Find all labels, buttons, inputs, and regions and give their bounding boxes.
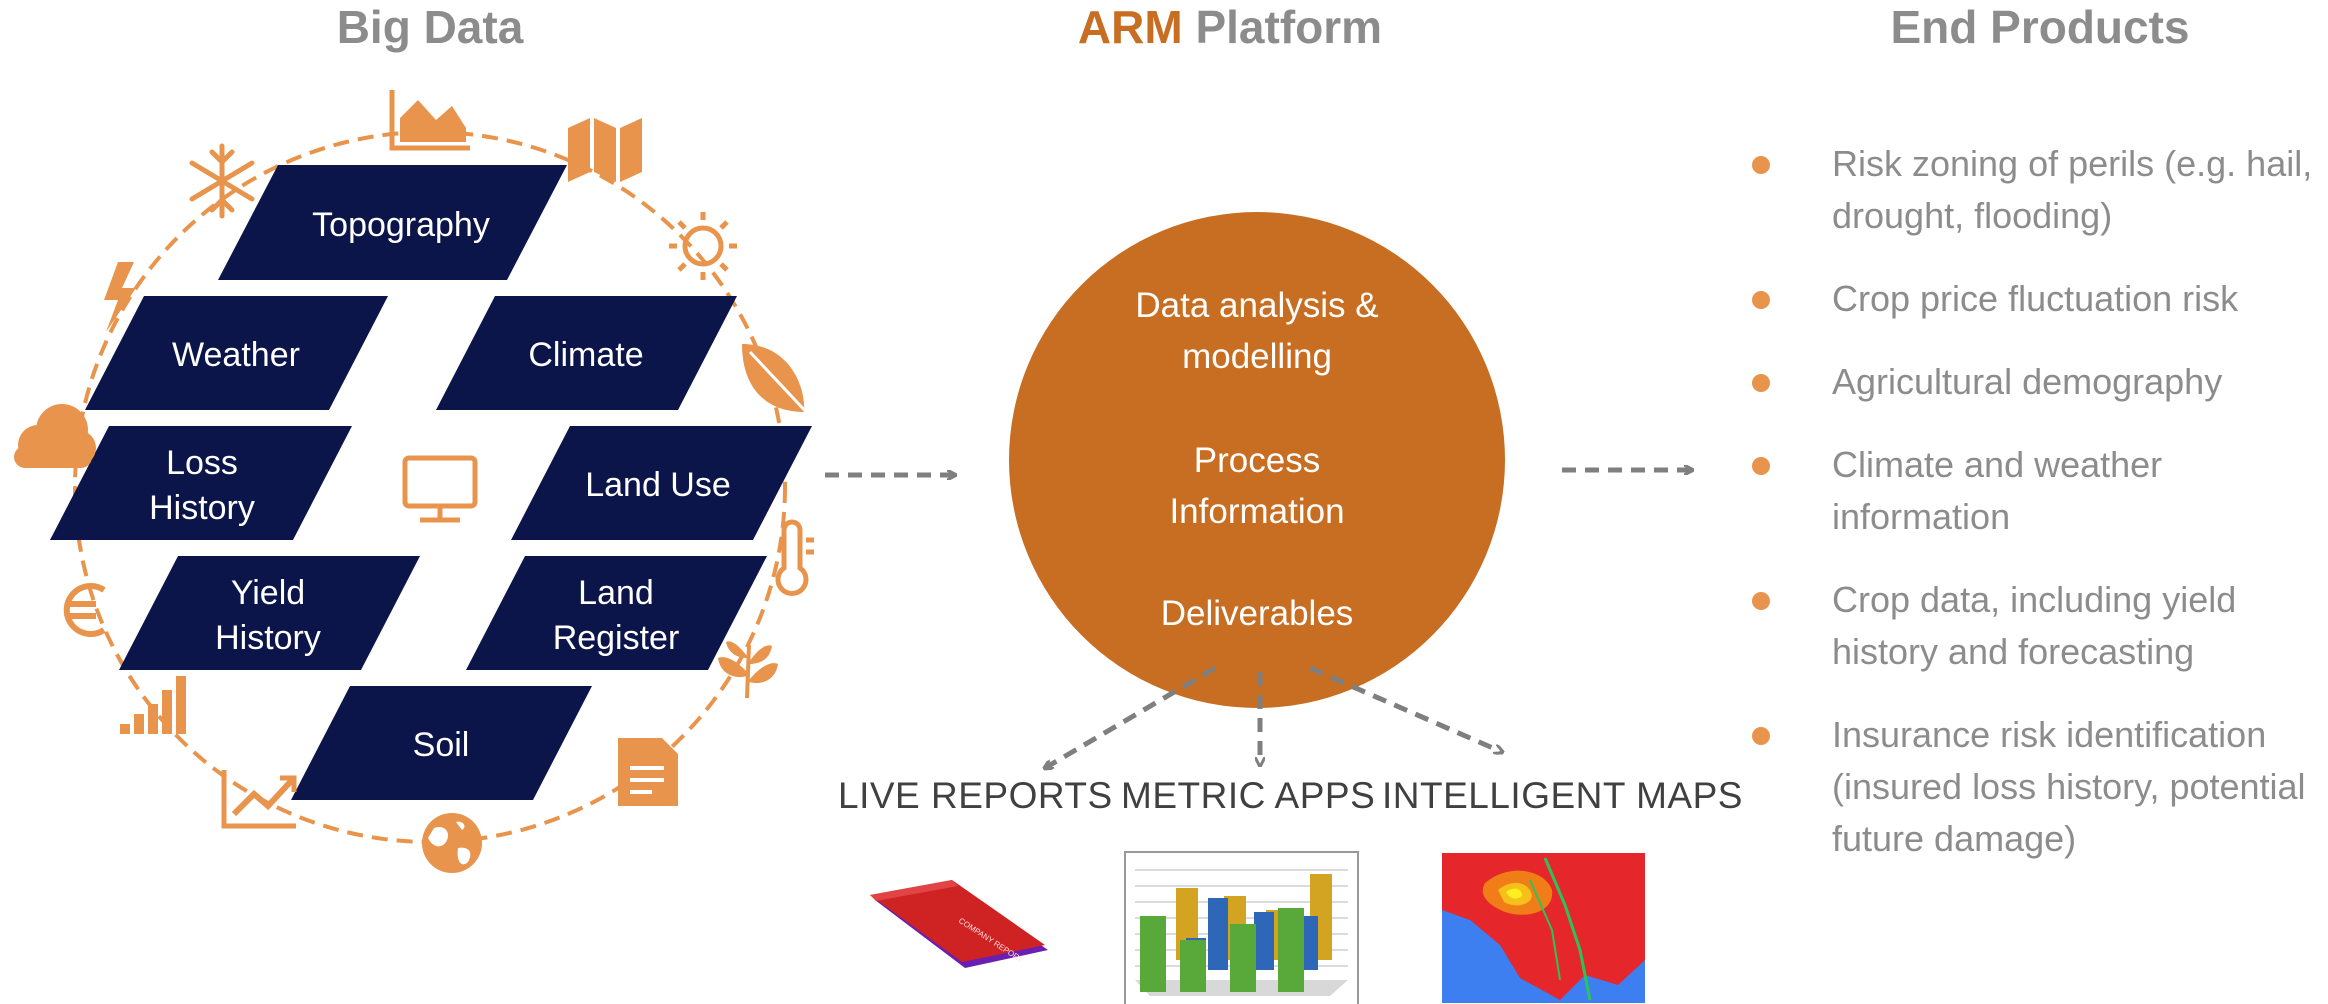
cloud-icon bbox=[14, 404, 96, 468]
area-chart-icon bbox=[389, 90, 470, 151]
tile-label-land-register-1: Land bbox=[578, 574, 654, 612]
end-product-text: Crop data, including yield history and f… bbox=[1832, 579, 2237, 672]
tile-label-land-use: Land Use bbox=[585, 466, 731, 504]
circle-line-deliverables: Deliverables bbox=[1161, 594, 1354, 633]
tile-label-yield-history-2: History bbox=[215, 619, 321, 657]
end-product-item: Insurance risk identification (insured l… bbox=[1752, 709, 2322, 865]
snowflake-icon bbox=[189, 143, 255, 219]
tile-label-weather: Weather bbox=[172, 336, 300, 374]
intelligent-maps-label: INTELLIGENT MAPS bbox=[1382, 775, 1743, 816]
platform-text: Platform bbox=[1182, 1, 1383, 53]
map-icon bbox=[568, 118, 642, 182]
end-product-item: Crop price fluctuation risk bbox=[1752, 273, 2322, 325]
plant-icon bbox=[718, 641, 778, 698]
tile-label-land-register-2: Register bbox=[553, 619, 680, 657]
arrow-to-live-reports bbox=[1045, 665, 1217, 768]
end-product-text: Agricultural demography bbox=[1832, 361, 2223, 402]
tile-loss-history: Loss History bbox=[50, 426, 352, 540]
globe-icon bbox=[422, 813, 482, 873]
intelligent-map-image bbox=[1442, 853, 1645, 1003]
end-product-text: Insurance risk identification (insured l… bbox=[1832, 714, 2306, 859]
tile-topography: Topography bbox=[218, 165, 567, 280]
thermometer-icon bbox=[775, 519, 814, 596]
euro-icon bbox=[63, 583, 106, 637]
bullet-dot bbox=[1752, 457, 1770, 475]
tile-yield-history: Yield History bbox=[119, 556, 420, 670]
tile-label-loss-history-1: Loss bbox=[166, 444, 238, 482]
live-reports-label: LIVE REPORTS bbox=[838, 775, 1113, 816]
tile-soil: Soil bbox=[291, 686, 592, 800]
metric-apps-chart-image bbox=[1124, 851, 1359, 1004]
arm-platform-circle bbox=[1009, 212, 1505, 708]
end-product-text: Risk zoning of perils (e.g. hail, drough… bbox=[1832, 143, 2313, 236]
bullet-dot bbox=[1752, 727, 1770, 745]
big-data-title: Big Data bbox=[336, 1, 524, 53]
end-products-title: End Products bbox=[1890, 1, 2190, 53]
circle-line-process: Process bbox=[1194, 441, 1320, 480]
circle-line-modelling: modelling bbox=[1182, 337, 1332, 376]
monitor-icon bbox=[402, 455, 478, 523]
metric-apps-label: METRIC APPS bbox=[1121, 775, 1376, 816]
bullet-dot bbox=[1752, 291, 1770, 309]
trend-chart-icon bbox=[221, 770, 297, 829]
arrow-to-intelligent-maps bbox=[1308, 665, 1502, 752]
end-product-item: Risk zoning of perils (e.g. hail, drough… bbox=[1752, 138, 2322, 242]
lightning-icon bbox=[104, 262, 136, 332]
bullet-dot bbox=[1752, 592, 1770, 610]
document-icon bbox=[618, 738, 678, 806]
tile-label-climate: Climate bbox=[528, 336, 643, 374]
bar-chart-icon bbox=[120, 676, 186, 734]
leaf-icon bbox=[742, 344, 812, 418]
report-book-image: COMPANY REPORT bbox=[870, 880, 1048, 968]
tile-label-yield-history-1: Yield bbox=[231, 574, 305, 612]
tile-land-register: Land Register bbox=[466, 556, 767, 670]
arm-platform-title: ARM Platform bbox=[1020, 0, 1440, 54]
circle-line-data-analysis: Data analysis & bbox=[1135, 286, 1378, 325]
arm-accent-text: ARM bbox=[1077, 1, 1183, 53]
sun-icon bbox=[669, 212, 737, 280]
end-products-list: Risk zoning of perils (e.g. hail, drough… bbox=[1752, 138, 2322, 896]
tile-weather: Weather bbox=[85, 296, 388, 410]
end-product-text: Climate and weather information bbox=[1832, 444, 2163, 537]
end-product-item: Climate and weather information bbox=[1752, 439, 2322, 543]
end-product-item: Agricultural demography bbox=[1752, 356, 2322, 408]
bullet-dot bbox=[1752, 374, 1770, 392]
circle-line-information: Information bbox=[1169, 492, 1344, 531]
tile-label-soil: Soil bbox=[413, 726, 470, 764]
tile-label-loss-history-2: History bbox=[149, 489, 255, 527]
tile-land-use: Land Use bbox=[511, 426, 812, 540]
bullet-dot bbox=[1752, 156, 1770, 174]
end-product-item: Crop data, including yield history and f… bbox=[1752, 574, 2322, 678]
end-product-text: Crop price fluctuation risk bbox=[1832, 278, 2239, 319]
tile-climate: Climate bbox=[436, 296, 737, 410]
tile-label-topography: Topography bbox=[312, 206, 490, 244]
